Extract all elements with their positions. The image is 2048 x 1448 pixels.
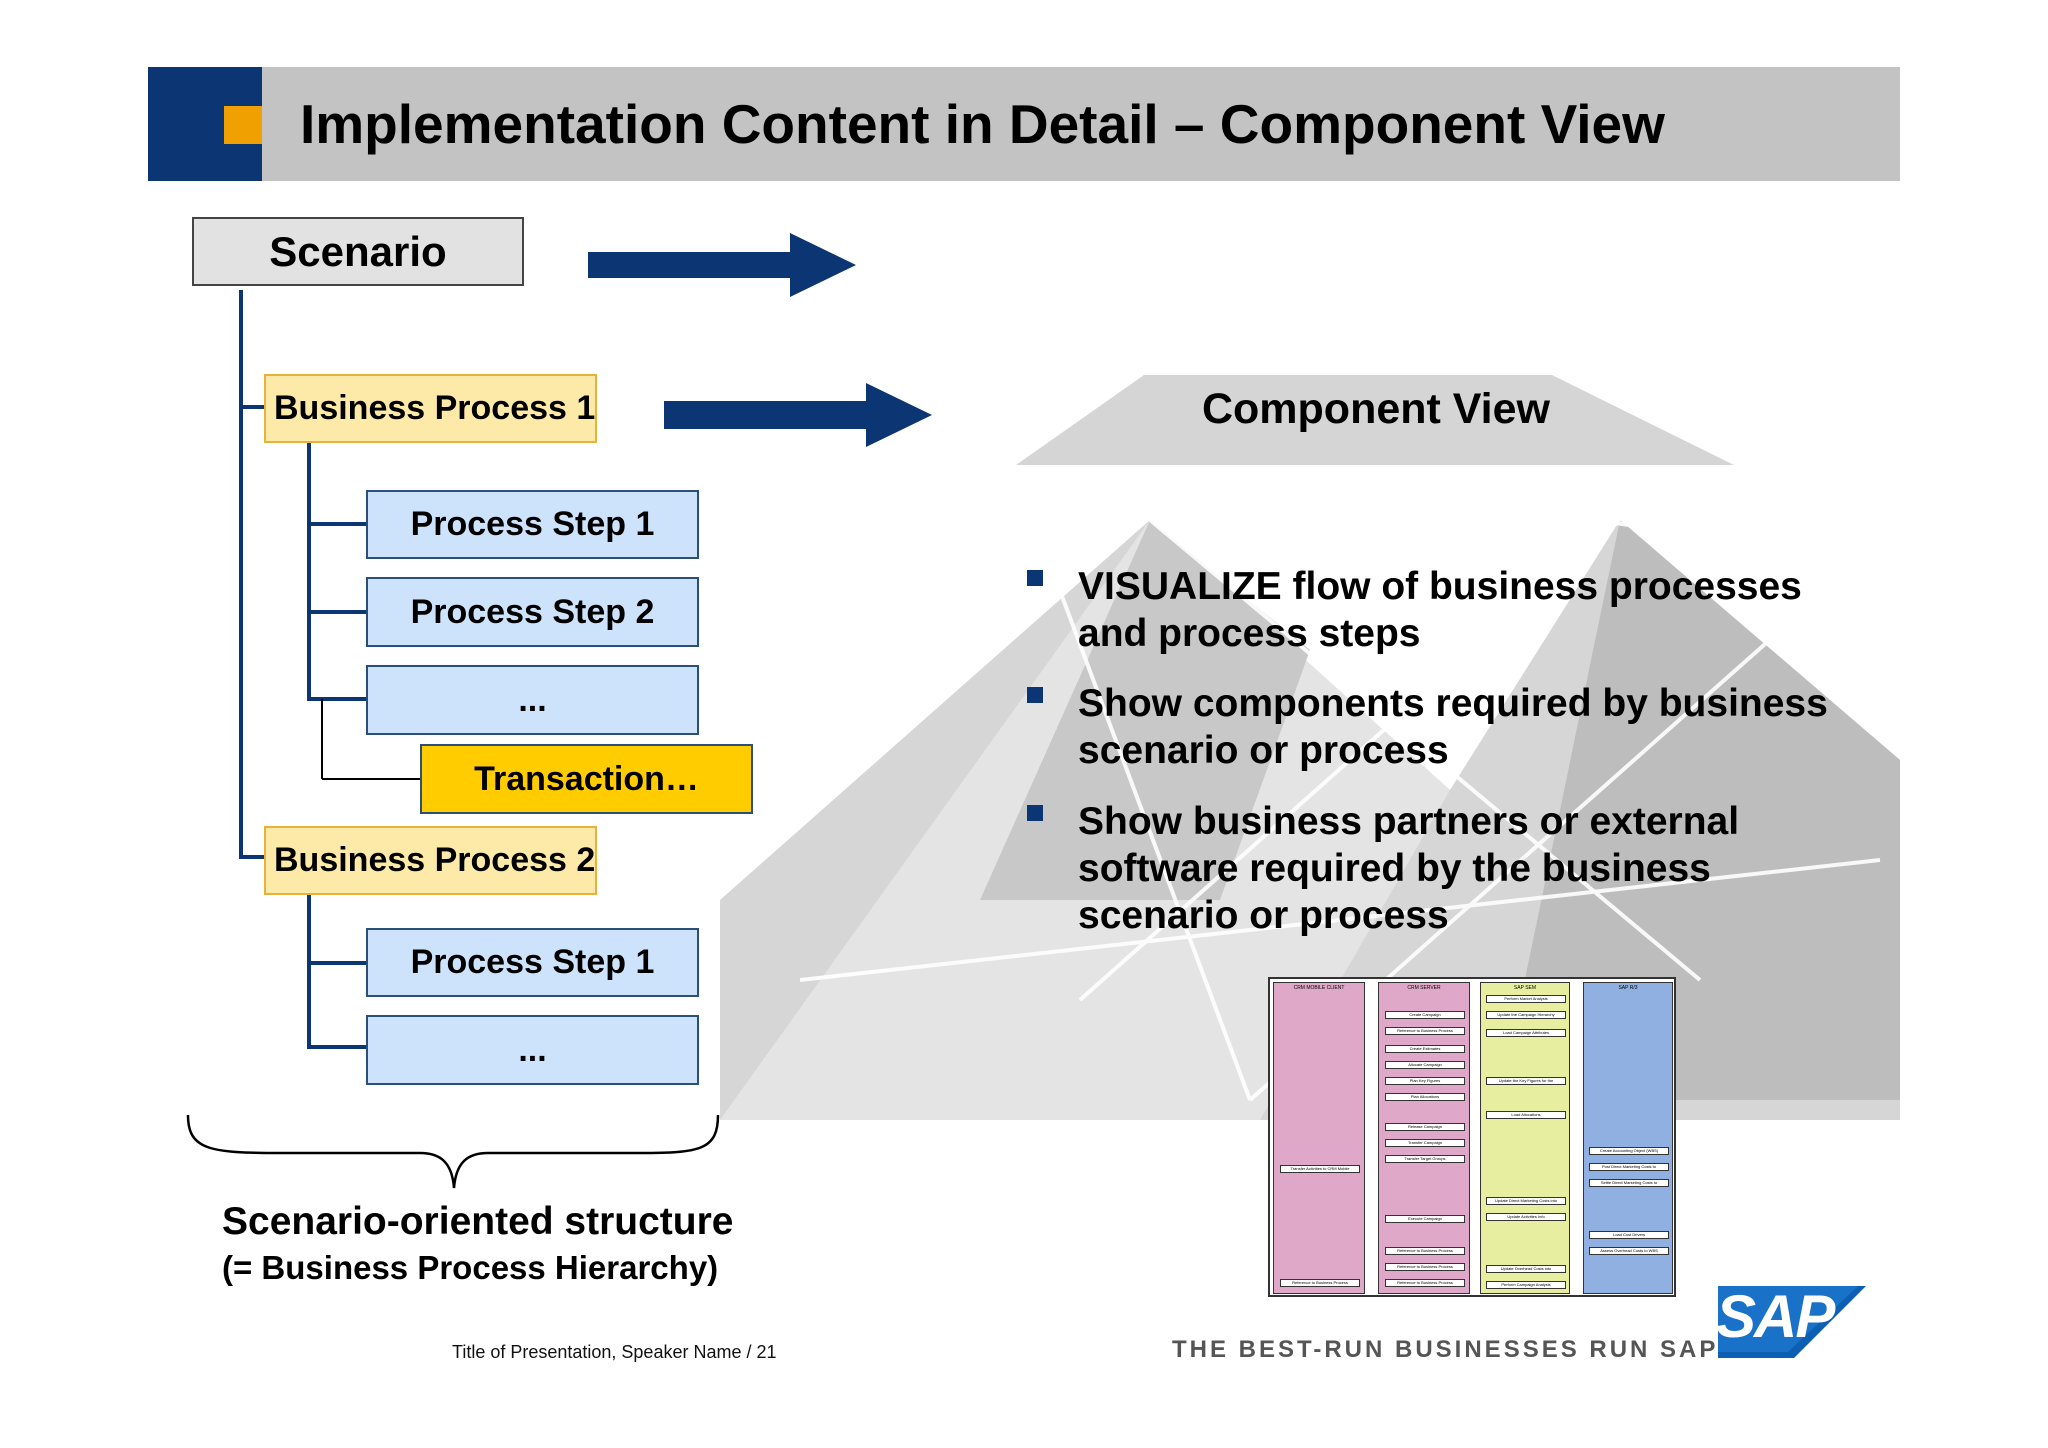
lane-sap-sem: SAP SEM Perform Market Analysis Update t… [1480, 982, 1570, 1294]
bp2-process-step-1-box: Process Step 1 [366, 928, 699, 997]
structure-subcaption: (= Business Process Hierarchy) [222, 1249, 719, 1286]
bp2-process-step-ellipsis-box: ... [366, 1015, 699, 1085]
bullet-marker [1027, 687, 1043, 703]
bullet-text-2: Show components required by business sce… [1078, 682, 1828, 772]
bullet-marker [1027, 570, 1043, 586]
header-orange-square [224, 106, 262, 144]
component-diagram-thumbnail: CRM MOBILE CLIENT Transfer Activities to… [1268, 977, 1676, 1297]
bullet-text-1: VISUALIZE flow of business processes and… [1078, 565, 1802, 655]
transaction-box: Transaction… [420, 744, 753, 814]
lane-crm-mobile-client: CRM MOBILE CLIENT Transfer Activities to… [1273, 982, 1365, 1294]
arrow-scenario [588, 233, 856, 297]
component-view-title: Component View [1201, 385, 1550, 433]
arrow-business-process [664, 383, 932, 447]
slide-title: Implementation Content in Detail – Compo… [300, 93, 1665, 155]
component-view-banner [1016, 375, 1734, 465]
scenario-box: Scenario [192, 217, 524, 286]
footer-presentation-title: Title of Presentation, Speaker Name / 21 [452, 1342, 777, 1362]
structure-caption: Scenario-oriented structure [222, 1200, 734, 1243]
business-process-1-box: Business Process 1 [264, 374, 597, 443]
sap-logo [1718, 1286, 1866, 1358]
lane-crm-server: CRM SERVER Create Campaign Reference to … [1378, 982, 1470, 1294]
sap-logo-text: SAP [1716, 1283, 1835, 1350]
header-band [148, 67, 1900, 181]
bullet-text-3: Show business partners or external softw… [1078, 800, 1740, 937]
curly-brace [186, 1114, 720, 1189]
business-process-2-box: Business Process 2 [264, 826, 597, 895]
sap-tagline: THE BEST-RUN BUSINESSES RUN SAP [1172, 1336, 1719, 1363]
bullet-marker [1027, 805, 1043, 821]
process-step-1-box: Process Step 1 [366, 490, 699, 559]
lane-sap-r3: SAP R/3 Create Accounting Object (WBS) P… [1583, 982, 1673, 1294]
process-step-2-box: Process Step 2 [366, 577, 699, 647]
process-step-ellipsis-box: ... [366, 665, 699, 735]
